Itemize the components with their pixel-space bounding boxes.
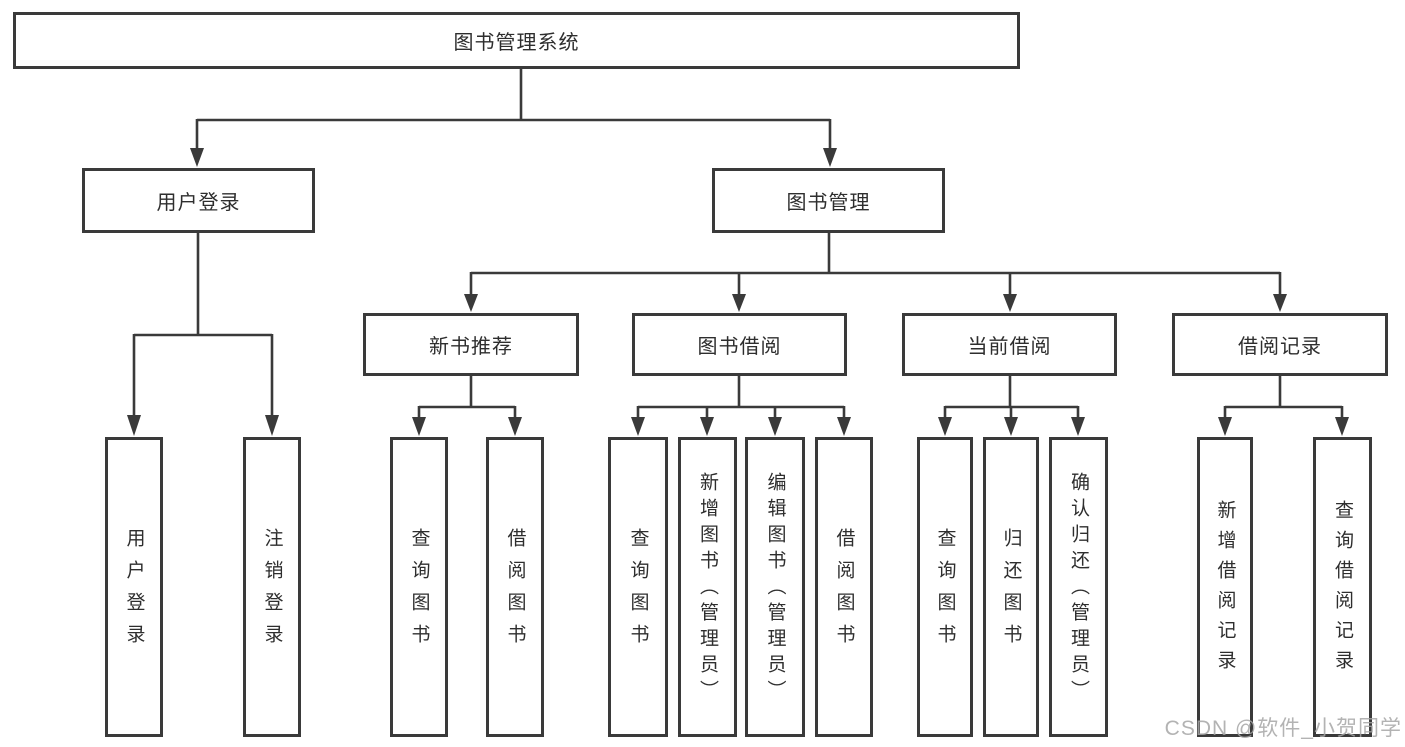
leaf-label: 借阅图书 [504,528,526,656]
leaf-label: 注销登录 [261,528,283,656]
node-label: 新书推荐 [429,336,513,358]
leaf-label: 查询图书 [627,528,649,656]
leaf-query-books: 查询图书 [608,437,668,737]
leaf-confirm-return-admin: 确认归还（管理员） [1049,437,1108,737]
leaf-borrow-books: 借阅图书 [486,437,544,737]
leaf-edit-books-admin: 编辑图书（管理员） [745,437,805,737]
node-label: 当前借阅 [967,336,1052,358]
leaf-add-books-admin: 新增图书（管理员） [678,437,737,737]
leaf-user-login: 用户登录 [105,437,163,737]
leaf-borrow-books: 借阅图书 [815,437,873,737]
leaf-label: 查询图书 [408,528,430,656]
node-label: 图书管理 [786,192,871,214]
node-user-login: 用户登录 [82,168,315,233]
leaf-label: 查询借阅记录 [1332,500,1353,680]
node-system-root: 图书管理系统 [13,12,1020,69]
leaf-logout: 注销登录 [243,437,301,737]
leaf-label: 编辑图书（管理员） [764,472,786,706]
node-book-management: 图书管理 [712,168,945,233]
node-label: 借阅记录 [1238,336,1322,358]
leaf-label: 用户登录 [123,528,145,656]
node-new-book-recommend: 新书推荐 [363,313,579,376]
node-label: 图书借阅 [697,336,782,358]
leaf-label: 借阅图书 [833,528,855,656]
leaf-label: 新增借阅记录 [1214,500,1236,680]
leaf-return-books: 归还图书 [983,437,1039,737]
leaf-query-books: 查询图书 [917,437,973,737]
watermark: CSDN @软件_小贺同学 [1164,717,1402,740]
leaf-label: 新增图书（管理员） [697,472,718,706]
leaf-label: 确认归还（管理员） [1068,472,1089,706]
leaf-query-books: 查询图书 [390,437,448,737]
node-borrowing-records: 借阅记录 [1172,313,1388,376]
leaf-query-borrow-record: 查询借阅记录 [1313,437,1372,737]
node-book-borrowing: 图书借阅 [632,313,847,376]
node-label: 用户登录 [156,192,241,214]
leaf-label: 归还图书 [1000,528,1022,656]
leaf-label: 查询图书 [934,528,956,656]
leaf-add-borrow-record: 新增借阅记录 [1197,437,1253,737]
node-current-borrowing: 当前借阅 [902,313,1117,376]
node-label: 图书管理系统 [453,32,580,54]
